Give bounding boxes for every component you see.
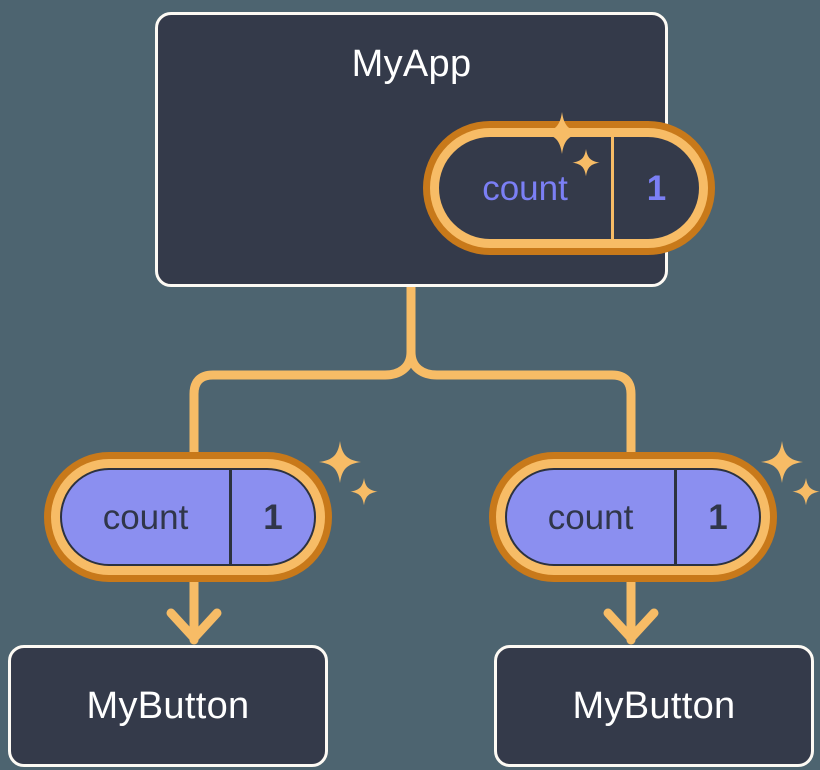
- state-pill-child-left[interactable]: count 1: [44, 452, 332, 582]
- state-key: count: [547, 497, 634, 537]
- state-value: 1: [229, 470, 314, 564]
- arrow-down-icon-right: [603, 608, 659, 643]
- component-title: MyApp: [351, 43, 472, 85]
- connector-branch-left: [189, 347, 416, 457]
- state-key: count: [482, 168, 568, 208]
- arrow-down-icon-left: [166, 608, 222, 643]
- component-title: MyButton: [86, 685, 250, 727]
- component-card-root[interactable]: MyApp count 1: [155, 12, 715, 287]
- state-value: 1: [674, 470, 759, 564]
- component-title: MyButton: [572, 685, 736, 727]
- component-card-leaf-right[interactable]: MyButton: [494, 645, 814, 767]
- state-pill-ring-inner: count 1: [51, 459, 325, 575]
- state-key: count: [102, 497, 189, 537]
- state-pill-ring-inner: count 1: [496, 459, 770, 575]
- component-card-leaf-left[interactable]: MyButton: [8, 645, 328, 767]
- state-pill-ring-inner: count 1: [430, 128, 708, 248]
- state-pill-root[interactable]: count 1: [423, 121, 715, 255]
- state-pill-child-right[interactable]: count 1: [489, 452, 777, 582]
- state-pill-body: count 1: [60, 468, 316, 566]
- state-pill-body: count 1: [439, 137, 699, 239]
- connector-branch-right: [406, 347, 636, 457]
- state-value: 1: [611, 137, 699, 239]
- state-pill-body: count 1: [505, 468, 761, 566]
